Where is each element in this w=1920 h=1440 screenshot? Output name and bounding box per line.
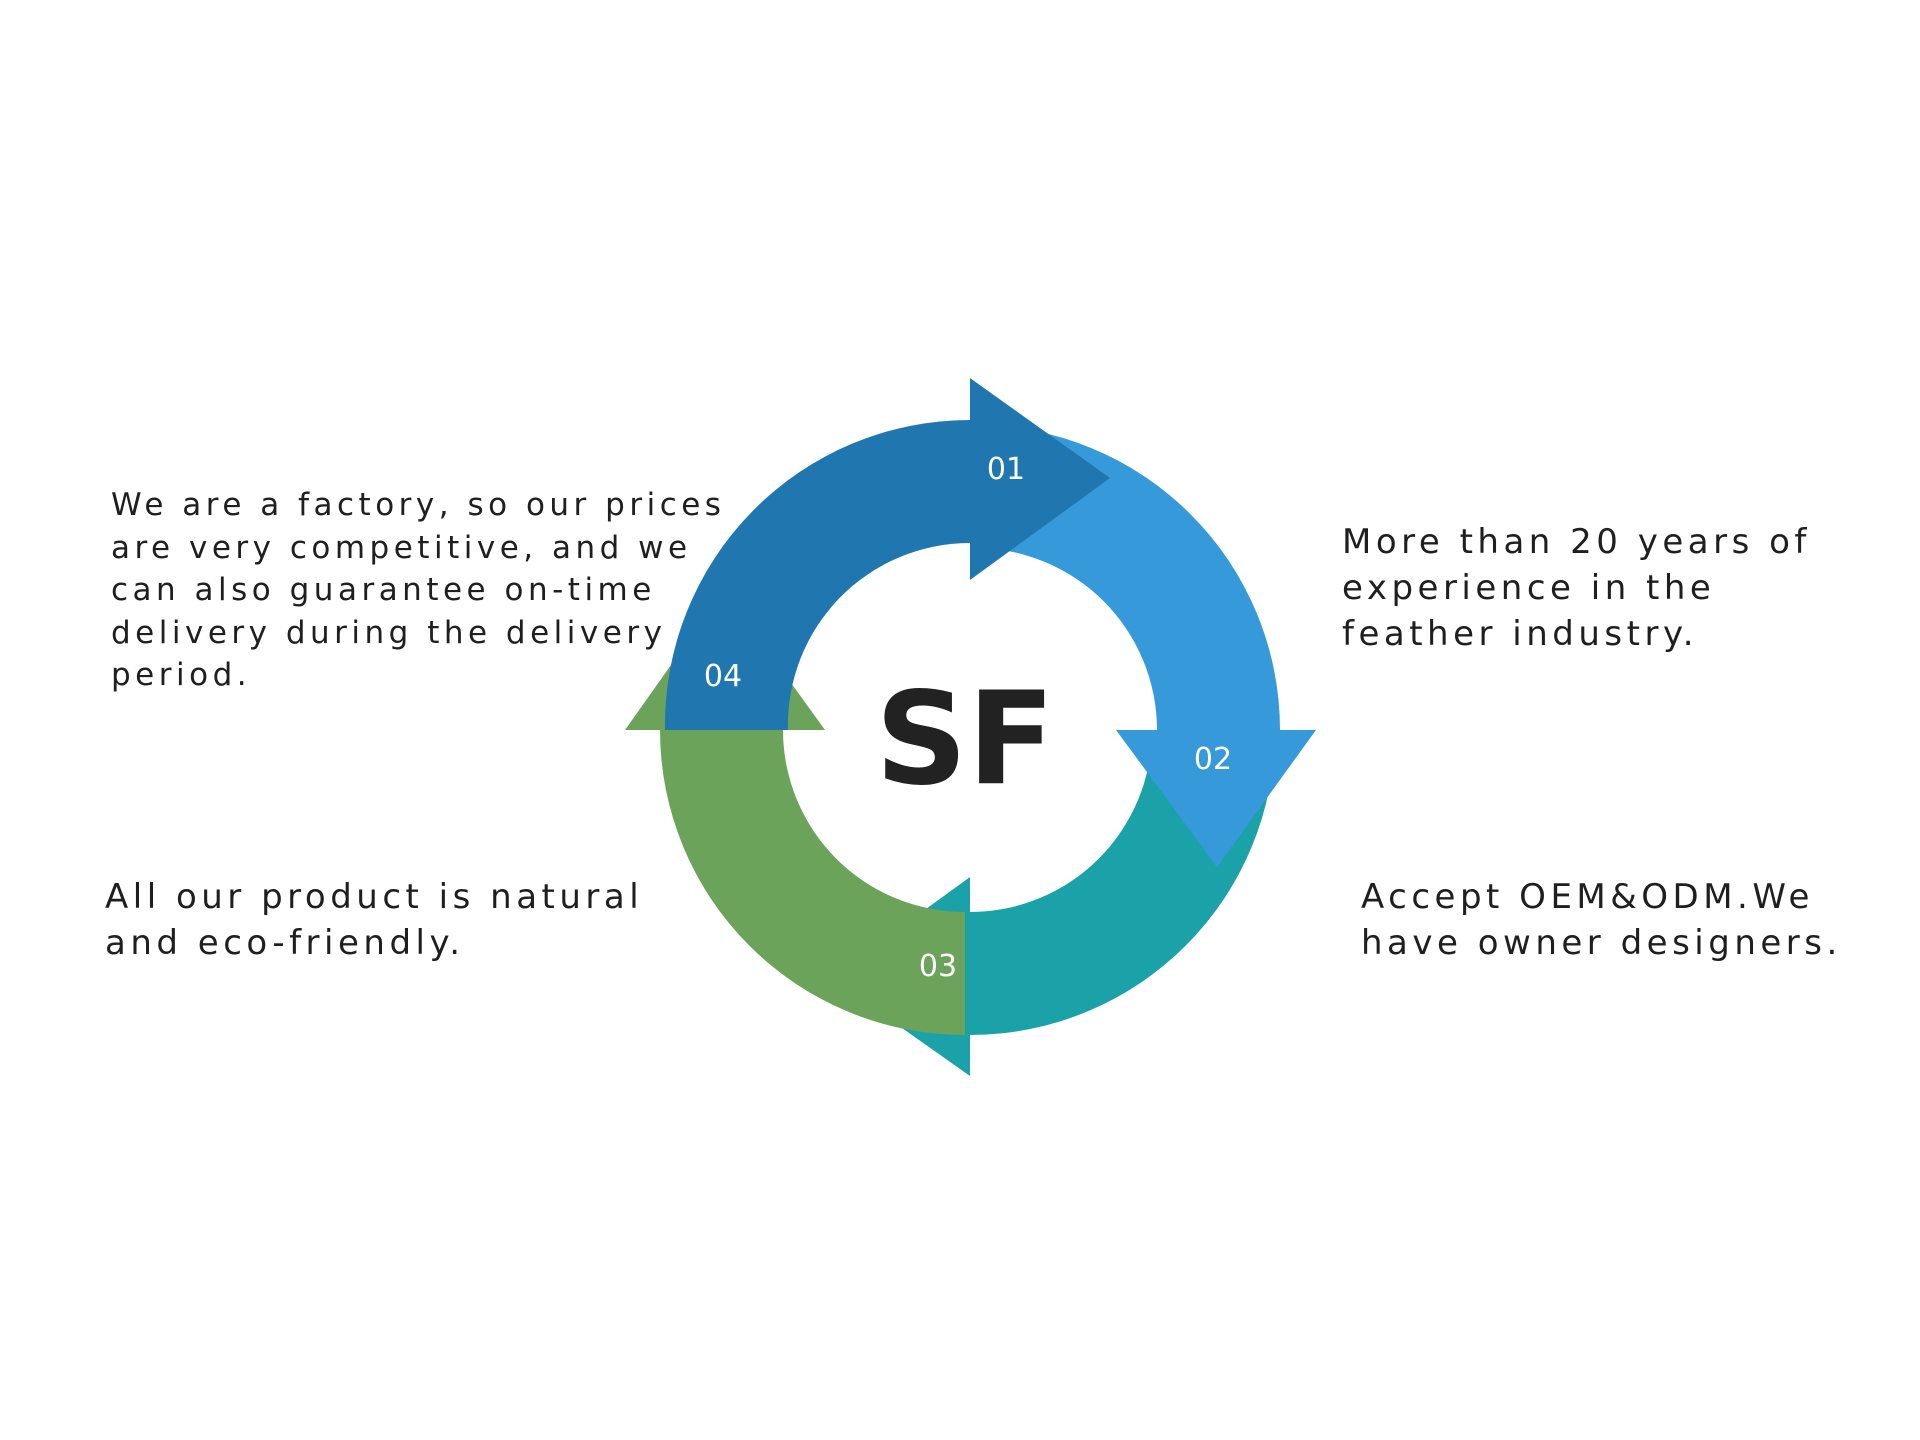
step-03-description: All our product is natural and eco-frien… xyxy=(105,877,644,963)
step-04-description: We are a factory, so our prices are very… xyxy=(111,487,726,693)
center-title: SF xyxy=(875,665,1055,814)
step-02-description: Accept OEM&ODM.We have owner designers. xyxy=(1361,877,1842,963)
step-number-04: 04 xyxy=(704,659,742,694)
step-number-03: 03 xyxy=(919,949,957,984)
step-number-02: 02 xyxy=(1194,742,1232,777)
step-01-description: More than 20 years of experience in the … xyxy=(1342,522,1811,654)
step-number-01: 01 xyxy=(987,452,1025,487)
cycle-arrow-01 xyxy=(664,378,1110,730)
cycle-arrow-02 xyxy=(975,425,1316,867)
